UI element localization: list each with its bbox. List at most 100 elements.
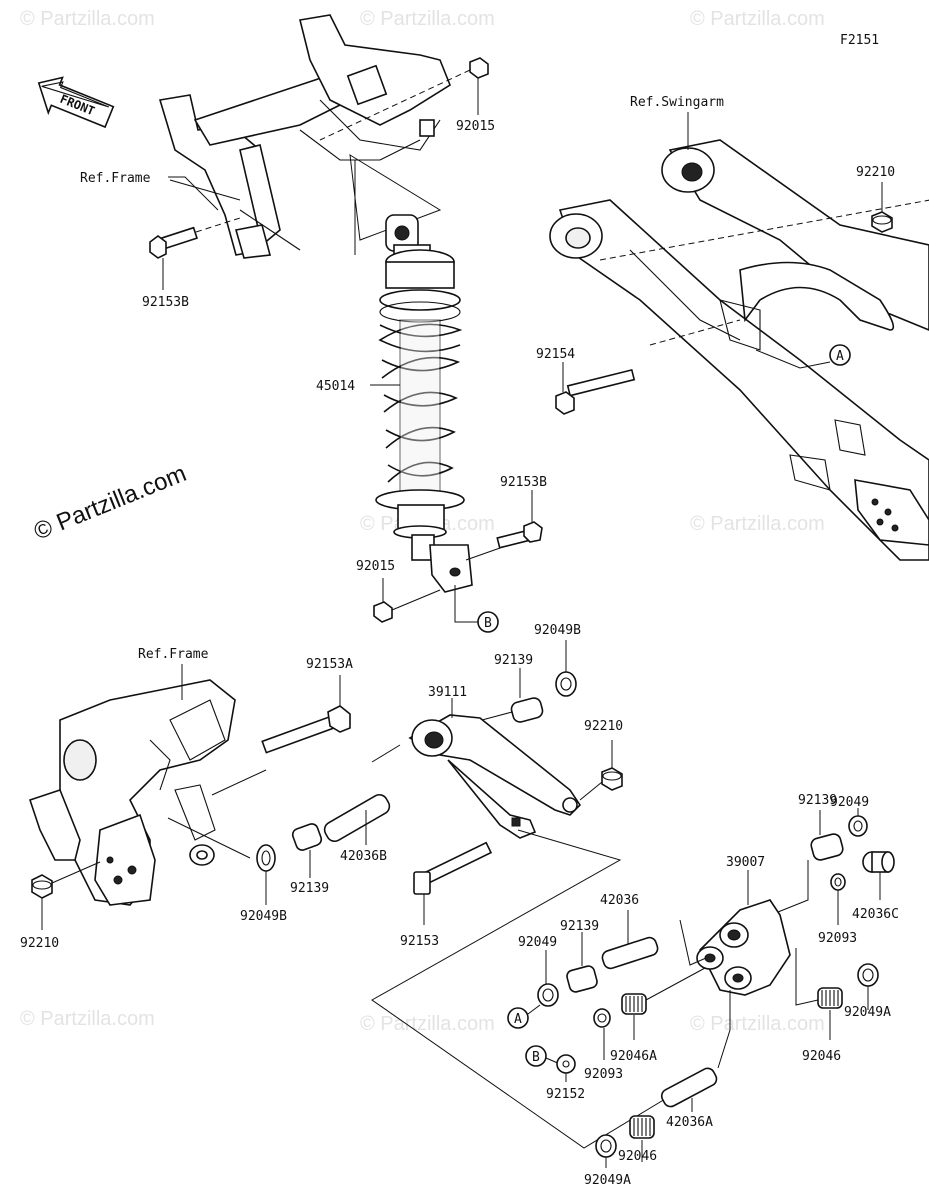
part-label-42036A: 42036A: [666, 1115, 713, 1130]
bushing-92139-left: 92139: [290, 823, 329, 896]
assembly-outline: [371, 829, 681, 1149]
ref-frame-label: Ref.Frame: [80, 171, 151, 186]
washer-92152: 92152: [546, 1054, 585, 1102]
sleeve-42036B: 42036B: [323, 793, 391, 864]
guide-line: [717, 990, 731, 1069]
watermark: © Partzilla.com: [360, 8, 495, 30]
bushing-92139-upper: 92139: [494, 653, 544, 723]
part-label-42036: 42036: [600, 893, 639, 908]
washer-92049A-right: 92049A: [844, 963, 891, 1020]
bolt-92153B-mid: 92153B: [496, 475, 547, 549]
part-label-92049B: 92049B: [240, 909, 287, 924]
rocker-39007: 39007: [696, 855, 791, 996]
nut-92210-left: 92210: [20, 874, 59, 951]
guide-line: [481, 711, 513, 721]
front-arrow-icon: FRONT: [37, 76, 115, 129]
washer-92049A-bottom: 92049A: [584, 1134, 631, 1188]
guide-line: [645, 967, 706, 1001]
marker-b: B: [477, 611, 499, 633]
part-label-92049: 92049: [518, 935, 557, 950]
dash-line: [319, 69, 471, 141]
marker-a: A: [507, 1007, 529, 1029]
sleeve-42036A: 42036A: [660, 1067, 718, 1130]
part-label-92046: 92046: [618, 1149, 657, 1164]
watermark: © Partzilla.com: [690, 8, 825, 30]
leader-line: [527, 1004, 541, 1015]
part-label-42036C: 42036C: [852, 907, 899, 922]
washer-92049-right: 92049: [830, 795, 869, 837]
part-label-92210: 92210: [20, 936, 59, 951]
part-label-92049B: 92049B: [534, 623, 581, 638]
part-label-92049A: 92049A: [584, 1173, 631, 1188]
leader-line: [454, 585, 478, 623]
part-label-92154: 92154: [536, 347, 575, 362]
guide-line: [465, 547, 501, 561]
leader-line: [168, 176, 219, 211]
watermark: © Partzilla.com: [360, 1013, 495, 1035]
swingarm-drawing: [549, 139, 929, 561]
dash-line: [599, 199, 929, 261]
part-label-92139: 92139: [290, 881, 329, 896]
bolt-92154: 92154: [536, 347, 636, 415]
bushing-92139-mid: 92139: [560, 919, 599, 993]
part-label-92153A: 92153A: [306, 657, 353, 672]
watermark: © Partzilla.com: [690, 513, 825, 535]
guide-line: [51, 861, 101, 884]
seal-92093-mid: 92093: [584, 1008, 623, 1082]
part-label-92152: 92152: [546, 1087, 585, 1102]
nut-92210-top: 92210: [856, 165, 895, 233]
dash-line: [649, 319, 741, 346]
guide-line: [795, 948, 819, 1006]
bolt-92153B-top: 92153B: [142, 226, 198, 310]
sleeve-42036: 42036: [600, 893, 659, 970]
watermark: © Partzilla.com: [690, 1013, 825, 1035]
ref-frame-label: Ref.Frame: [138, 647, 209, 662]
washer-92049-mid: 92049: [518, 935, 559, 1007]
part-label-92153B: 92153B: [142, 295, 189, 310]
marker-b-text: B: [532, 1050, 540, 1065]
part-label-92093: 92093: [818, 931, 857, 946]
dash-line: [195, 217, 241, 233]
marker-a-text: A: [514, 1012, 522, 1027]
figure-code: F2151: [840, 33, 879, 48]
part-label-39007: 39007: [726, 855, 765, 870]
shock-absorber-45014: 45014: [316, 214, 473, 593]
bearing-92046-right: 92046: [802, 987, 843, 1064]
part-label-92210: 92210: [856, 165, 895, 180]
marker-a-text: A: [836, 349, 844, 364]
link-39111: 39111: [408, 685, 582, 839]
marker-b-text: B: [484, 616, 492, 631]
part-label-92046: 92046: [802, 1049, 841, 1064]
collar-42036C: 42036C: [852, 851, 899, 922]
partzilla-watermark: © Partzilla.com: [30, 460, 190, 546]
part-label-92093: 92093: [584, 1067, 623, 1082]
part-label-92139: 92139: [560, 919, 599, 934]
bolt-92153: 92153: [400, 841, 493, 949]
guide-line: [579, 781, 603, 801]
part-label-42036B: 42036B: [340, 849, 387, 864]
part-label-92210: 92210: [584, 719, 623, 734]
part-label-92015: 92015: [456, 119, 495, 134]
watermark: © Partzilla.com: [20, 1008, 155, 1030]
nut-92210-mid: 92210: [584, 719, 623, 791]
part-label-92153B: 92153B: [500, 475, 547, 490]
bearing-92046-bottom: 92046: [618, 1115, 657, 1164]
washer-92049B-left: 92049B: [240, 844, 287, 924]
guide-line: [167, 817, 251, 859]
guide-line: [391, 589, 441, 611]
bearing-92046A: 92046A: [610, 993, 657, 1064]
guide-line: [679, 919, 707, 966]
part-label-92049A: 92049A: [844, 1005, 891, 1020]
part-label-92153: 92153: [400, 934, 439, 949]
part-label-92046A: 92046A: [610, 1049, 657, 1064]
lower-frame-drawing: [28, 679, 236, 906]
part-label-92139: 92139: [798, 793, 837, 808]
part-label-45014: 45014: [316, 379, 355, 394]
bushing-92139-right: 92139: [798, 793, 844, 861]
part-label-92015: 92015: [356, 559, 395, 574]
washer-92049B-right: 92049B: [534, 623, 581, 697]
ref-swingarm-label: Ref.Swingarm: [630, 95, 724, 110]
watermark: © Partzilla.com: [20, 8, 155, 30]
guide-line: [211, 769, 267, 796]
